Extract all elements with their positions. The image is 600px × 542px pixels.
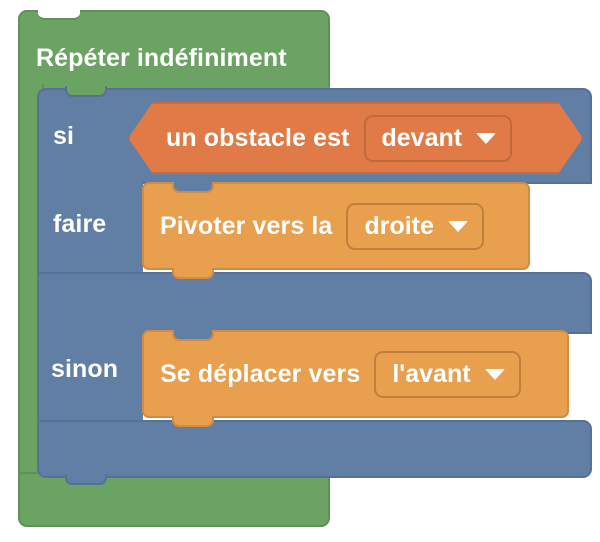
if-else-top-notch	[65, 86, 107, 97]
move-block-bottom-bump	[172, 416, 214, 427]
move-block[interactable]: Se déplacer vers l'avant	[142, 330, 569, 427]
else-keyword-label: sinon	[51, 355, 119, 383]
turn-direction-value: droite	[364, 211, 434, 240]
turn-block-top-notch	[172, 182, 214, 193]
move-block-text: Se déplacer vers	[160, 359, 361, 388]
if-branch-left-arm	[37, 180, 143, 278]
condition-text: un obstacle est	[166, 123, 350, 152]
move-block-top-notch	[172, 330, 214, 341]
turn-block-bottom-bump	[172, 268, 214, 279]
then-keyword-label: faire	[53, 210, 107, 238]
move-direction-dropdown[interactable]: l'avant	[374, 350, 521, 398]
if-keyword-label: si	[53, 122, 75, 150]
if-else-middle-bar[interactable]	[37, 272, 592, 334]
chevron-down-icon	[476, 132, 497, 144]
if-else-footer-bar[interactable]	[37, 420, 592, 478]
forever-block-top-notch	[38, 7, 80, 20]
turn-block-text: Pivoter vers la	[160, 211, 333, 240]
move-direction-value: l'avant	[392, 359, 471, 388]
condition-dropdown-value: devant	[381, 123, 463, 152]
condition-predicate-block[interactable]: un obstacle est devant	[128, 102, 583, 174]
if-else-bottom-bump	[65, 474, 107, 485]
turn-block[interactable]: Pivoter vers la droite	[142, 182, 530, 279]
else-branch-left-arm	[37, 328, 143, 426]
turn-direction-dropdown[interactable]: droite	[346, 202, 484, 250]
condition-dropdown[interactable]: devant	[363, 114, 513, 162]
forever-block-label: Répéter indéfiniment	[36, 44, 287, 72]
chevron-down-icon	[447, 220, 468, 232]
chevron-down-icon	[484, 368, 505, 380]
forever-block-header[interactable]	[18, 10, 330, 90]
